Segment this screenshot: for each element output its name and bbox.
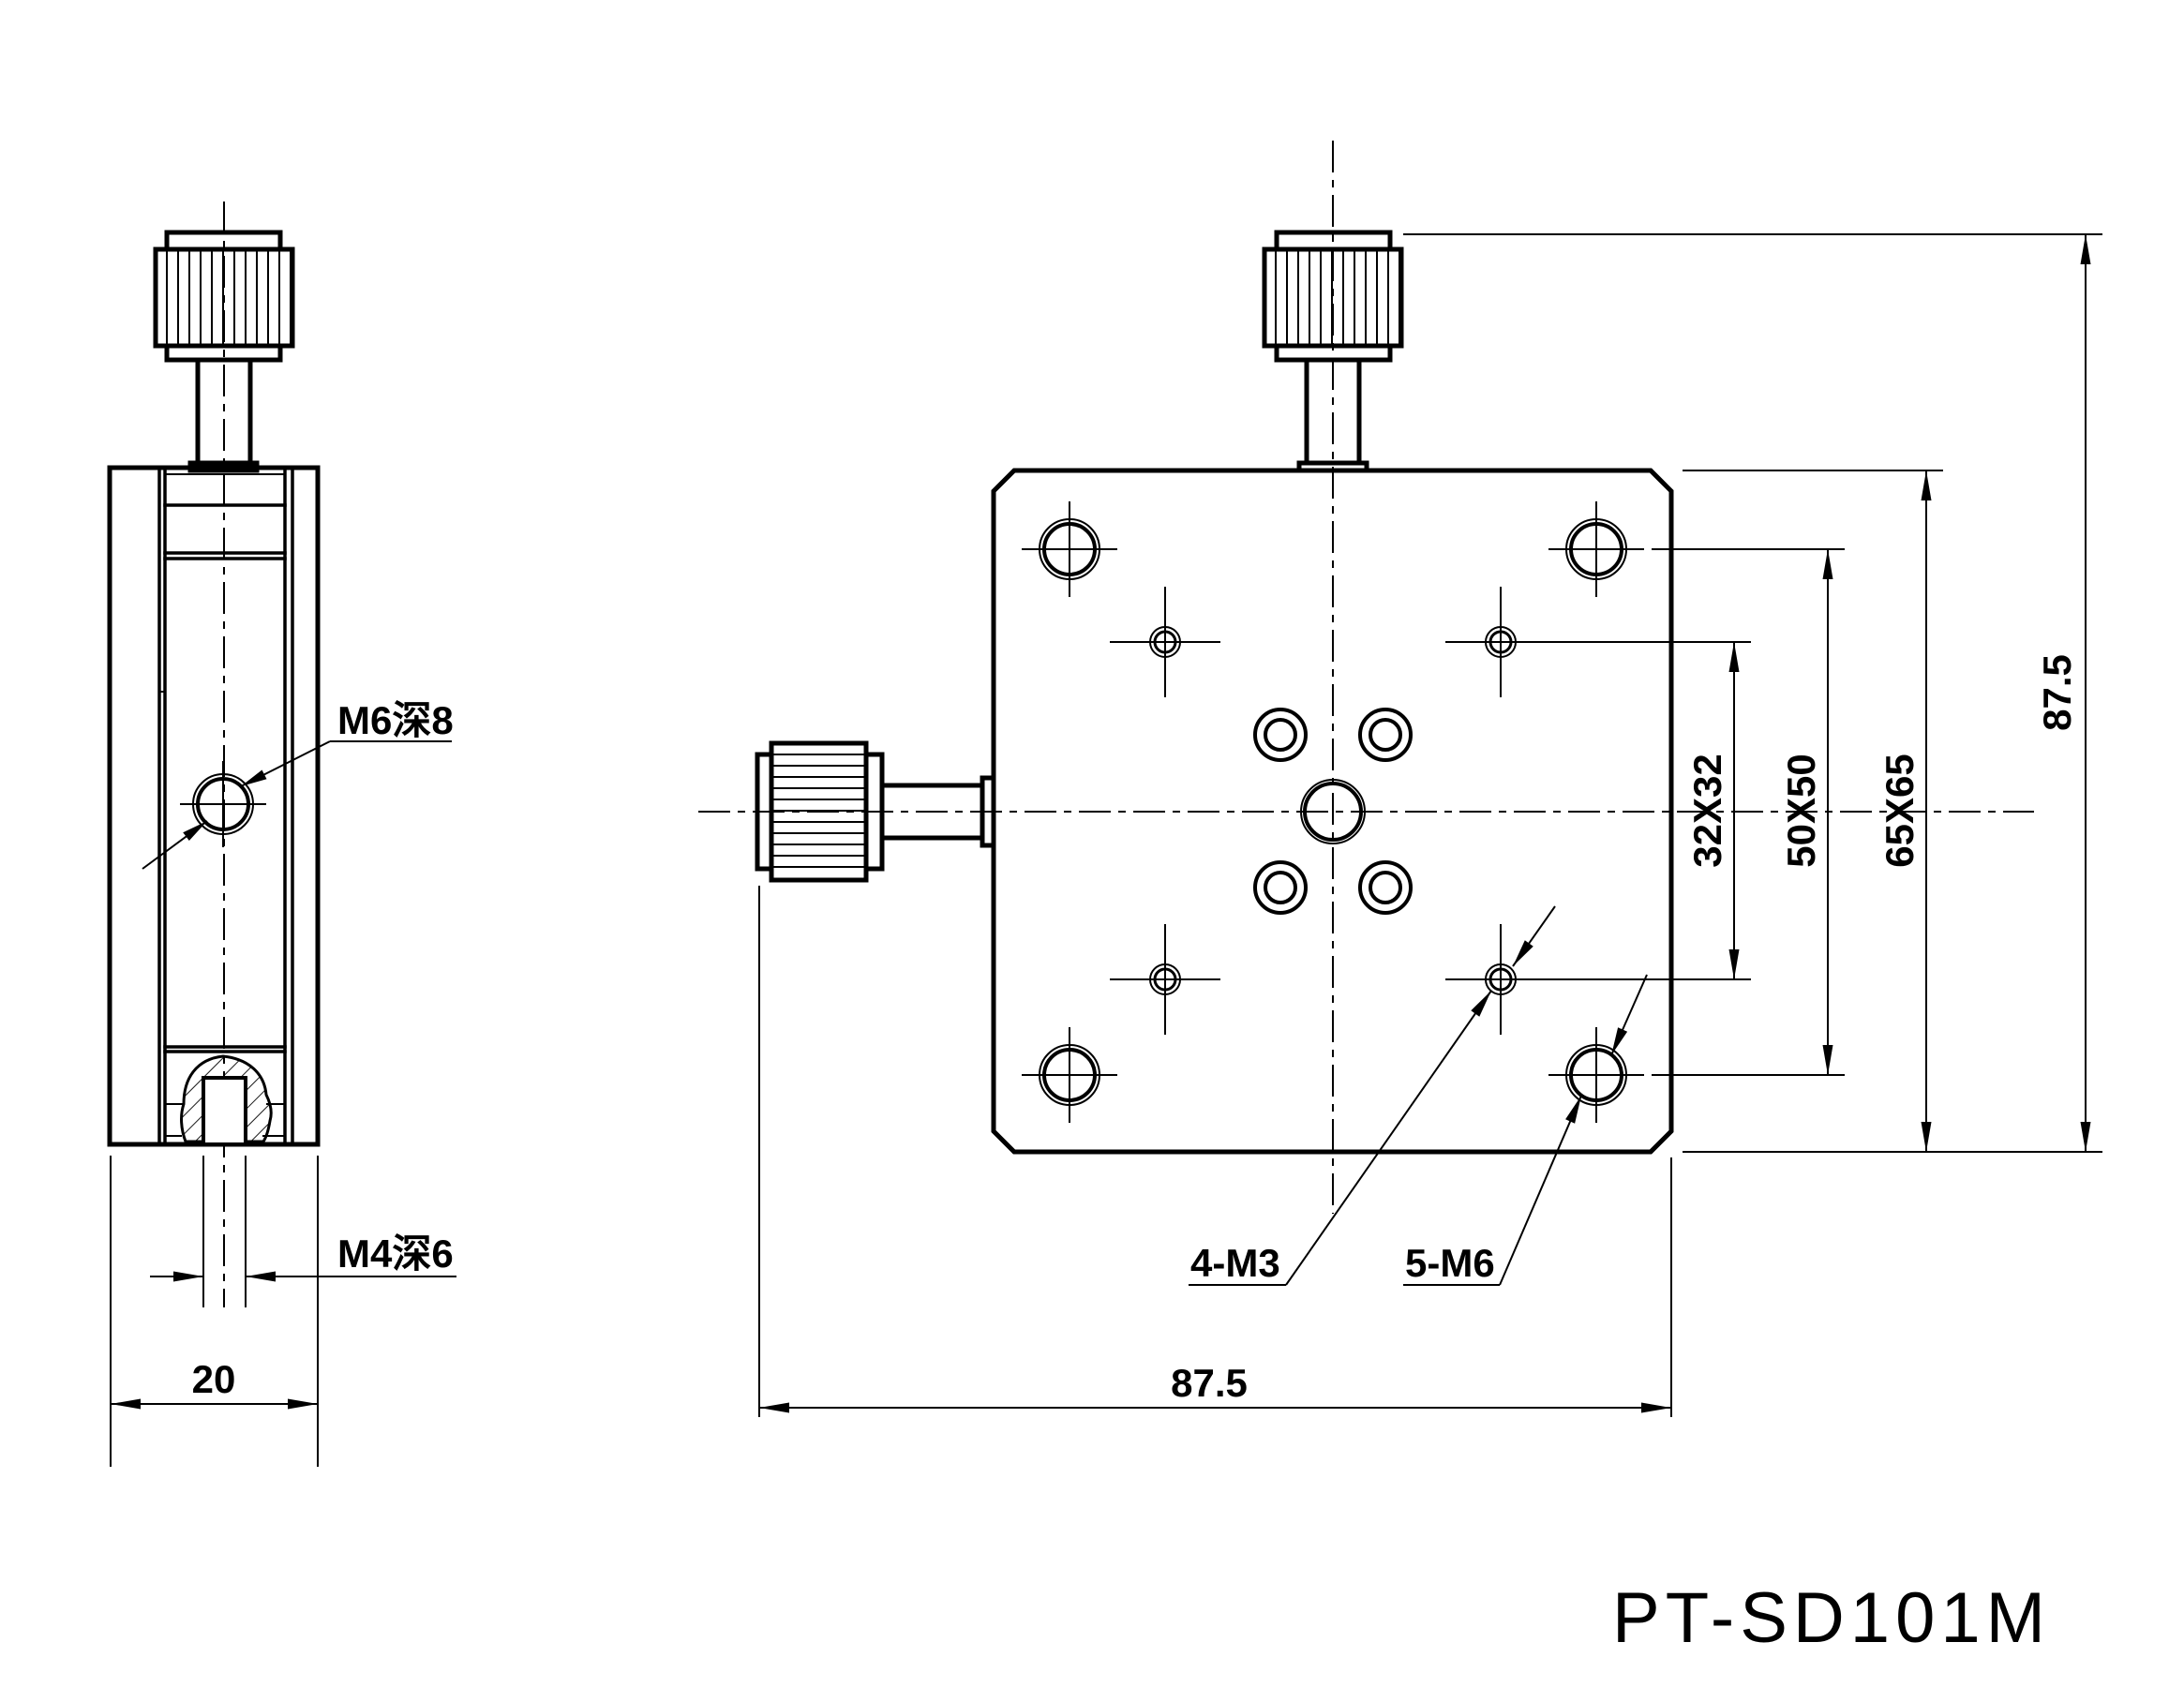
side-knob bbox=[153, 230, 295, 473]
m3-hole-tl bbox=[1110, 587, 1220, 697]
label-5m6: 5-M6 bbox=[1405, 1241, 1495, 1285]
m3-hole-bl bbox=[1110, 924, 1220, 1035]
corner-hole-tr bbox=[1548, 501, 1644, 597]
dim-65x65: 65X65 bbox=[1683, 470, 2102, 1153]
front-plate bbox=[991, 468, 1674, 1155]
corner-hole-tl bbox=[1022, 501, 1117, 597]
front-top-knob bbox=[1262, 230, 1404, 473]
m3-hole-br bbox=[1445, 924, 1556, 1035]
corner-hole-bl bbox=[1022, 1027, 1117, 1123]
counterbore-rings bbox=[1253, 708, 1413, 915]
dim-875-bottom: 87.5 bbox=[758, 886, 1672, 1417]
label-4m3: 4-M3 bbox=[1190, 1241, 1280, 1285]
corner-hole-br bbox=[1548, 1027, 1644, 1123]
knurl-lines bbox=[770, 754, 867, 868]
knurl-lines bbox=[1275, 248, 1400, 347]
label-m4-depth6: M4深6 bbox=[337, 1232, 454, 1276]
callout-5m6: 5-M6 bbox=[1403, 974, 1648, 1286]
front-view: 32X32 50X50 65X65 87.5 bbox=[698, 141, 2102, 1417]
side-dim-20: 20 bbox=[111, 1357, 318, 1410]
m3-hole-tr bbox=[1445, 587, 1556, 697]
dim-32x32-text: 32X32 bbox=[1685, 754, 1729, 867]
side-view: M6深8 M4深6 20 bbox=[107, 202, 456, 1467]
part-number: PT-SD101M bbox=[1612, 1578, 2051, 1658]
side-body bbox=[107, 465, 321, 1147]
side-m4-section bbox=[164, 1054, 286, 1146]
dim-875-bottom-text: 87.5 bbox=[1171, 1361, 1248, 1405]
knurl-lines bbox=[166, 248, 292, 347]
dim-875-right: 87.5 bbox=[1403, 233, 2102, 1152]
side-m4-callout: M4深6 bbox=[110, 1156, 456, 1467]
callout-4m3: 4-M3 bbox=[1189, 905, 1556, 1286]
label-m6-depth8: M6深8 bbox=[337, 698, 454, 742]
dim-65x65-text: 65X65 bbox=[1877, 754, 1922, 867]
dim-20-text: 20 bbox=[192, 1357, 236, 1401]
side-m6-hole bbox=[180, 761, 266, 847]
dim-875-right-text: 87.5 bbox=[2035, 654, 2079, 731]
dim-50x50-text: 50X50 bbox=[1779, 754, 1823, 867]
center-hole bbox=[1300, 779, 1366, 844]
m4-hole bbox=[202, 1076, 247, 1146]
dim-50x50: 50X50 bbox=[1652, 548, 1845, 1076]
side-m6-callout: M6深8 bbox=[142, 698, 454, 870]
dim-32x32: 32X32 bbox=[1554, 641, 1751, 980]
